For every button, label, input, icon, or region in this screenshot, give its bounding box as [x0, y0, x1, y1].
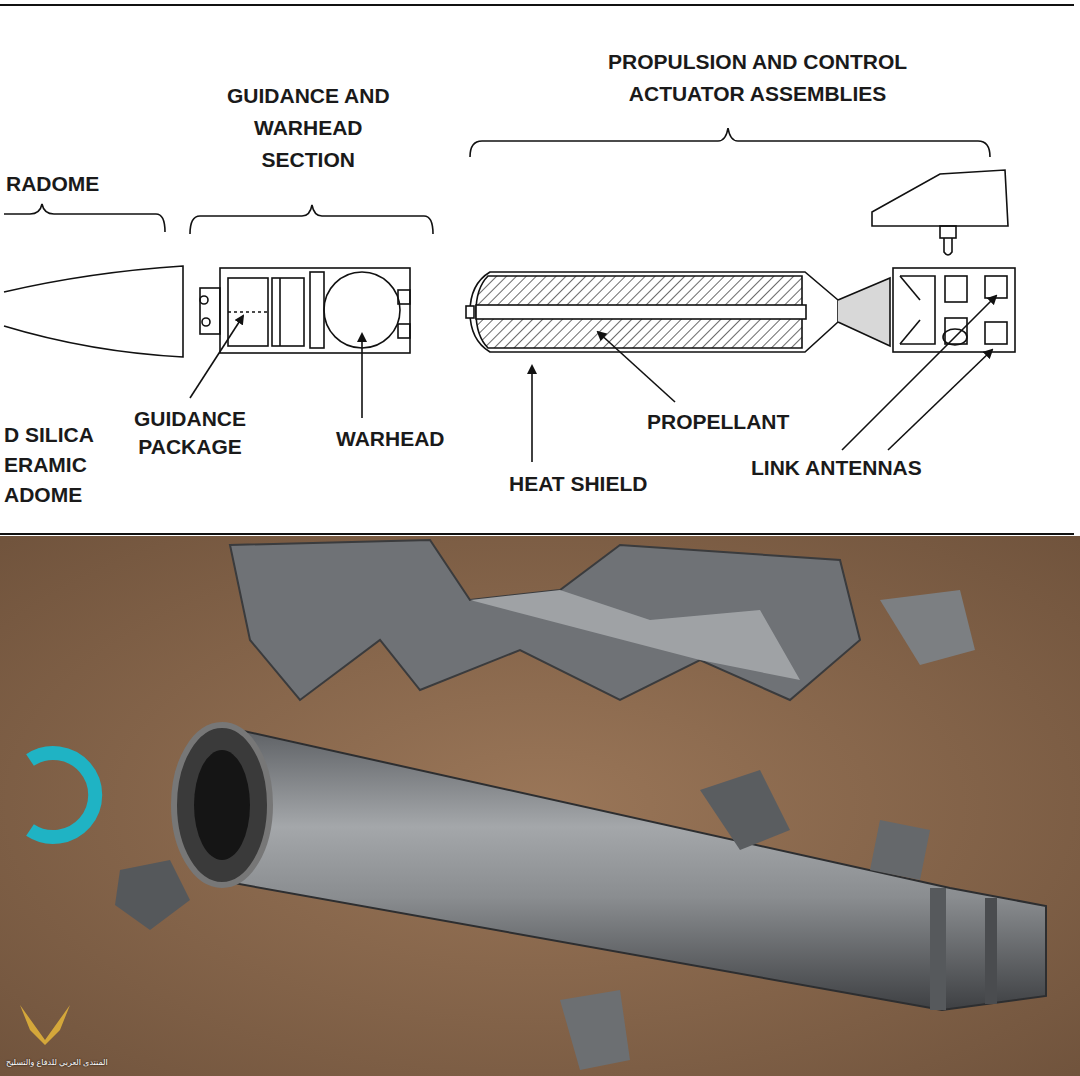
bracket — [190, 205, 433, 234]
label-line: ERAMIC — [4, 450, 94, 480]
label-line: SECTION — [227, 144, 390, 176]
label-line: D SILICA — [4, 420, 94, 450]
debris-photo — [0, 536, 1080, 1076]
motor-case — [470, 272, 838, 352]
control-fin — [872, 170, 1008, 226]
watermark-text: المنتدى العربي للدفاع والتسليح — [6, 1058, 108, 1068]
label-line: PACKAGE — [134, 433, 246, 461]
bracket — [4, 204, 165, 232]
label-line: PROPULSION AND CONTROL — [608, 46, 907, 78]
leader-line — [842, 296, 996, 450]
watermark-logo — [30, 753, 95, 837]
watermark-logo — [20, 1005, 70, 1045]
part-name: HEAT SHIELD — [509, 468, 647, 500]
leader-line — [888, 350, 992, 450]
divider-rule — [0, 533, 1074, 535]
bracket — [470, 128, 990, 157]
section-name: GUIDANCE AND WARHEAD SECTION — [227, 80, 390, 176]
section-name: PROPULSION AND CONTROL ACTUATOR ASSEMBLI… — [608, 46, 907, 110]
part-name: D SILICA ERAMIC ADOME — [4, 420, 94, 510]
guidance-section — [220, 268, 410, 353]
part-name: WARHEAD — [336, 423, 445, 455]
part-name: PROPELLANT — [647, 406, 789, 438]
label-line: GUIDANCE AND — [227, 80, 390, 112]
control-section — [893, 268, 1015, 352]
leader-line — [531, 366, 533, 462]
leader-line — [598, 332, 675, 402]
top-rule — [0, 4, 1074, 6]
part-name: LINK ANTENNAS — [751, 452, 922, 484]
part-name: RADOME — [6, 168, 99, 200]
part-name: GUIDANCE PACKAGE — [134, 405, 246, 461]
leader-line — [190, 316, 243, 398]
connector-stub — [200, 288, 220, 334]
radome-outline — [4, 266, 183, 357]
guidance-package — [228, 278, 268, 346]
label-line: ACTUATOR ASSEMBLIES — [608, 78, 907, 110]
label-line: ADOME — [4, 480, 94, 510]
nozzle — [838, 278, 890, 346]
label-line: WARHEAD — [227, 112, 390, 144]
leader-line — [361, 334, 363, 418]
label-line: GUIDANCE — [134, 405, 246, 433]
